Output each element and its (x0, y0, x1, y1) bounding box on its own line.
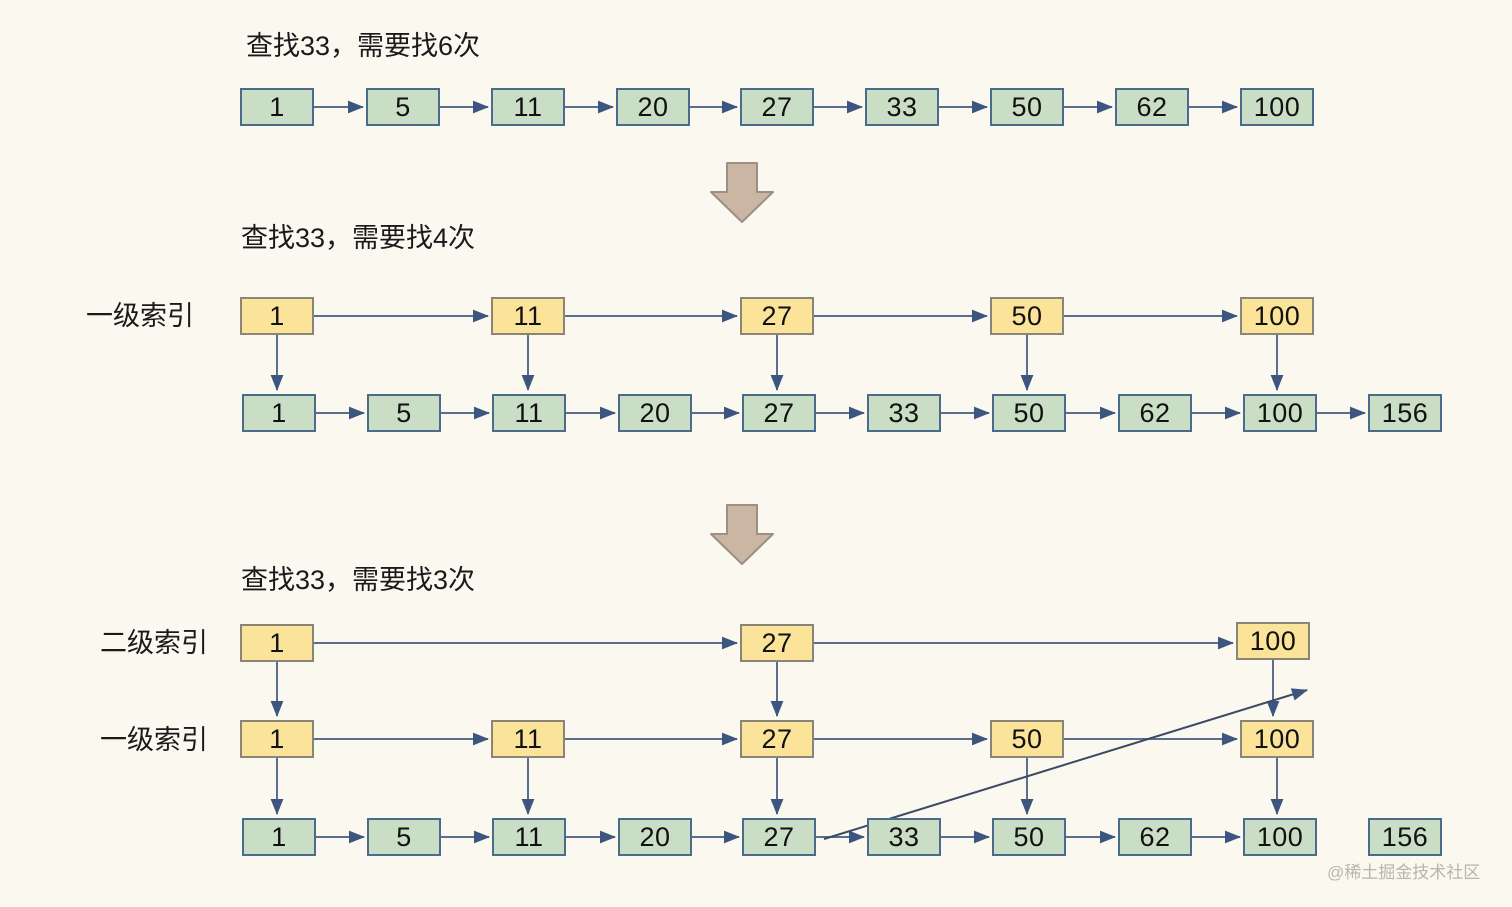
data-node: 1 (242, 818, 316, 856)
data-node: 33 (867, 818, 941, 856)
index-node: 100 (1240, 720, 1314, 758)
data-node: 1 (242, 394, 316, 432)
row-label: 二级索引 (100, 628, 208, 658)
data-node: 11 (492, 394, 566, 432)
data-node: 11 (492, 818, 566, 856)
index-node: 11 (491, 297, 565, 335)
index-node: 27 (740, 297, 814, 335)
section-divider-arrow-1 (710, 162, 774, 223)
data-node: 156 (1368, 394, 1442, 432)
data-node: 20 (616, 88, 690, 126)
data-node: 100 (1243, 394, 1317, 432)
index-node: 100 (1240, 297, 1314, 335)
data-node: 5 (366, 88, 440, 126)
data-node: 156 (1368, 818, 1442, 856)
index-node: 27 (740, 624, 814, 662)
row-label: 一级索引 (86, 301, 194, 331)
index-node: 1 (240, 720, 314, 758)
index-node: 11 (491, 720, 565, 758)
section-caption: 查找33，需要找3次 (241, 565, 476, 595)
data-node: 20 (618, 394, 692, 432)
data-node: 50 (990, 88, 1064, 126)
index-node: 1 (240, 297, 314, 335)
index-node: 100 (1236, 622, 1310, 660)
search-path-arrow (823, 688, 1308, 840)
data-node: 62 (1118, 394, 1192, 432)
data-node: 33 (867, 394, 941, 432)
row-label: 一级索引 (100, 725, 208, 755)
index-node: 27 (740, 720, 814, 758)
data-node: 20 (618, 818, 692, 856)
section-divider-arrow-2 (710, 504, 774, 565)
data-node: 11 (491, 88, 565, 126)
data-node: 27 (742, 394, 816, 432)
index-node: 1 (240, 624, 314, 662)
section-caption: 查找33，需要找6次 (246, 31, 481, 61)
data-node: 62 (1118, 818, 1192, 856)
data-node: 1 (240, 88, 314, 126)
data-node: 62 (1115, 88, 1189, 126)
data-node: 100 (1243, 818, 1317, 856)
data-node: 27 (740, 88, 814, 126)
watermark: @稀土掘金技术社区 (1327, 863, 1481, 882)
data-node: 50 (992, 818, 1066, 856)
section-caption: 查找33，需要找4次 (241, 223, 476, 253)
data-node: 27 (742, 818, 816, 856)
index-node: 50 (990, 297, 1064, 335)
data-node: 5 (367, 394, 441, 432)
data-node: 100 (1240, 88, 1314, 126)
index-node: 50 (990, 720, 1064, 758)
data-node: 33 (865, 88, 939, 126)
data-node: 5 (367, 818, 441, 856)
data-node: 50 (992, 394, 1066, 432)
